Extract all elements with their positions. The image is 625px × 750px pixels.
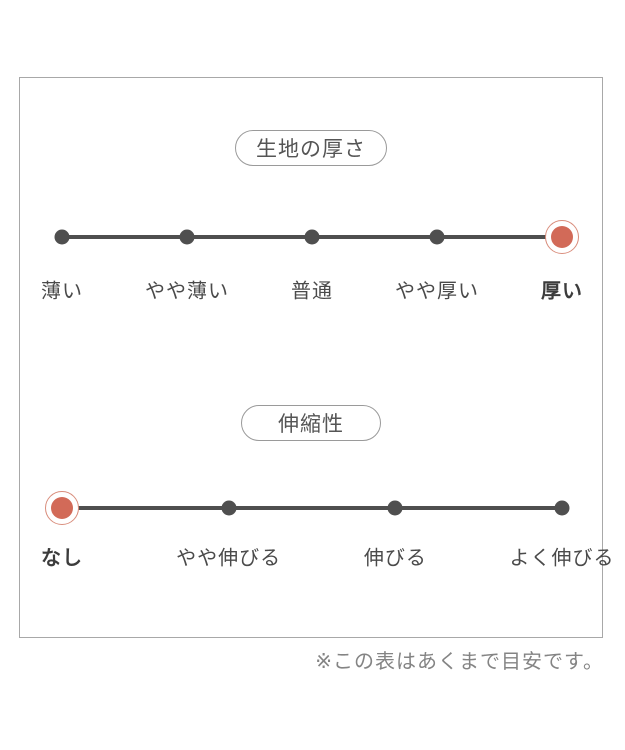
fabric-thickness-labels: 薄い やや薄い 普通 やや厚い 厚い <box>41 275 582 303</box>
fabric-thickness-dot-1 <box>54 229 70 245</box>
fabric-thickness-option-thick-selected: 厚い <box>541 280 583 303</box>
stretch-labels: なし やや伸びる 伸びる よく伸びる <box>41 542 614 570</box>
fabric-thickness-option-normal: 普通 <box>291 280 333 303</box>
stretch-option-very: よく伸びる <box>509 547 615 570</box>
fabric-thickness-dot-3 <box>304 229 320 245</box>
fabric-thickness-dot-4 <box>429 229 445 245</box>
fabric-thickness-option-somewhat-thin: やや薄い <box>145 280 229 303</box>
stretch-track <box>45 490 570 526</box>
stretch-option-stretches: 伸びる <box>363 547 427 570</box>
stretch-title-pill: 伸縮性 <box>241 405 381 441</box>
fabric-thickness-track <box>54 219 579 255</box>
fabric-thickness-option-thin: 薄い <box>41 280 83 303</box>
stretch-option-none-selected: なし <box>41 547 83 570</box>
disclaimer-note: ※この表はあくまで目安です。 <box>315 651 604 673</box>
fabric-thickness-title-pill: 生地の厚さ <box>235 130 387 166</box>
stretch-dot-4 <box>554 500 570 516</box>
stretch-dot-3 <box>387 500 403 516</box>
stretch-line <box>62 506 562 510</box>
fabric-thickness-title: 生地の厚さ <box>256 138 366 161</box>
stretch-dot-2 <box>221 500 237 516</box>
stretch-option-somewhat: やや伸びる <box>176 547 282 570</box>
spec-chart-box: 生地の厚さ 薄い やや薄い 普通 やや厚い 厚い 伸縮性 なし やや伸びる 伸び… <box>19 77 614 638</box>
fabric-thickness-dot-2 <box>179 229 195 245</box>
fabric-thickness-option-somewhat-thick: やや厚い <box>395 280 479 303</box>
stretch-dot-selected <box>45 491 79 525</box>
stretch-title: 伸縮性 <box>278 413 344 436</box>
fabric-thickness-dot-selected <box>545 220 579 254</box>
